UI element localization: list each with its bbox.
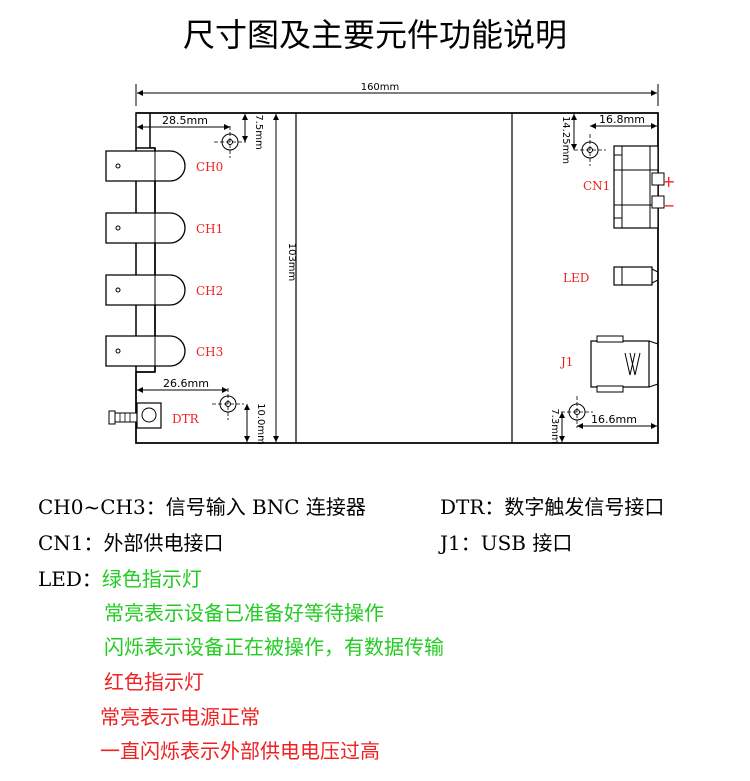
legend-red-flash: 一直闪烁表示外部供电电压过高 bbox=[100, 739, 380, 763]
width-dimension-text: 160mm bbox=[361, 82, 400, 93]
label-ch0: CH0 bbox=[196, 160, 223, 174]
label-ch1: CH1 bbox=[196, 222, 223, 236]
dim-left-bottom-horiz: 26.6mm bbox=[163, 377, 209, 390]
dim-right-bottom-horiz: 16.6mm bbox=[591, 413, 637, 426]
legend-green-steady: 常亮表示设备已准备好等待操作 bbox=[104, 601, 384, 625]
dim-left-bottom-vert: 10.0mm bbox=[255, 403, 266, 445]
legend-cn1: CN1：外部供电接口 bbox=[38, 531, 224, 555]
bnc-connector-ch3 bbox=[105, 335, 186, 367]
mounting-hole-left-top bbox=[214, 126, 246, 158]
height-dimension-text: 103mm bbox=[286, 243, 297, 282]
legend-led-label: LED： bbox=[38, 567, 102, 591]
label-led: LED bbox=[563, 271, 589, 285]
dim-right-top-horiz: 16.8mm bbox=[599, 113, 645, 126]
dim-right-top-vert: 14.25mm bbox=[560, 116, 571, 164]
label-ch3: CH3 bbox=[196, 345, 223, 359]
legend-red-steady: 常亮表示电源正常 bbox=[100, 705, 260, 729]
bnc-connector-ch2 bbox=[105, 274, 186, 306]
dtr-connector bbox=[108, 402, 162, 429]
legend-j1: J1：USB 接口 bbox=[440, 531, 573, 555]
dim-left-top-horiz: 28.5mm bbox=[162, 114, 208, 127]
label-dtr: DTR bbox=[172, 412, 200, 426]
led-indicator bbox=[613, 266, 659, 286]
cn1-connector bbox=[613, 145, 665, 229]
dim-right-bottom-vert: 7.3mm bbox=[549, 408, 560, 443]
legend-red-title: 红色指示灯 bbox=[104, 670, 204, 694]
page-title: 尺寸图及主要元件功能说明 bbox=[182, 16, 567, 54]
legend-led-green: 绿色指示灯 bbox=[101, 567, 202, 591]
label-ch2: CH2 bbox=[196, 284, 223, 298]
label-plus: + bbox=[662, 172, 675, 191]
mounting-hole-left-bottom bbox=[212, 388, 244, 420]
label-j1: J1 bbox=[559, 355, 573, 369]
bnc-connector-ch0 bbox=[105, 150, 186, 182]
legend-green-flash: 闪烁表示设备正在被操作，有数据传输 bbox=[104, 635, 444, 659]
dim-left-top-vert: 7.5mm bbox=[253, 114, 264, 149]
legend-led: LED：绿色指示灯 bbox=[38, 563, 202, 592]
label-minus: − bbox=[662, 196, 675, 215]
label-cn1: CN1 bbox=[583, 179, 610, 193]
legend-bnc: CH0~CH3：信号输入 BNC 连接器 bbox=[38, 495, 366, 519]
mounting-hole-right-bottom bbox=[561, 396, 593, 428]
bnc-connector-ch1 bbox=[105, 212, 186, 244]
legend-dtr: DTR：数字触发信号接口 bbox=[440, 495, 665, 519]
usb-connector-j1 bbox=[590, 335, 659, 393]
mounting-hole-right-top bbox=[574, 134, 606, 166]
